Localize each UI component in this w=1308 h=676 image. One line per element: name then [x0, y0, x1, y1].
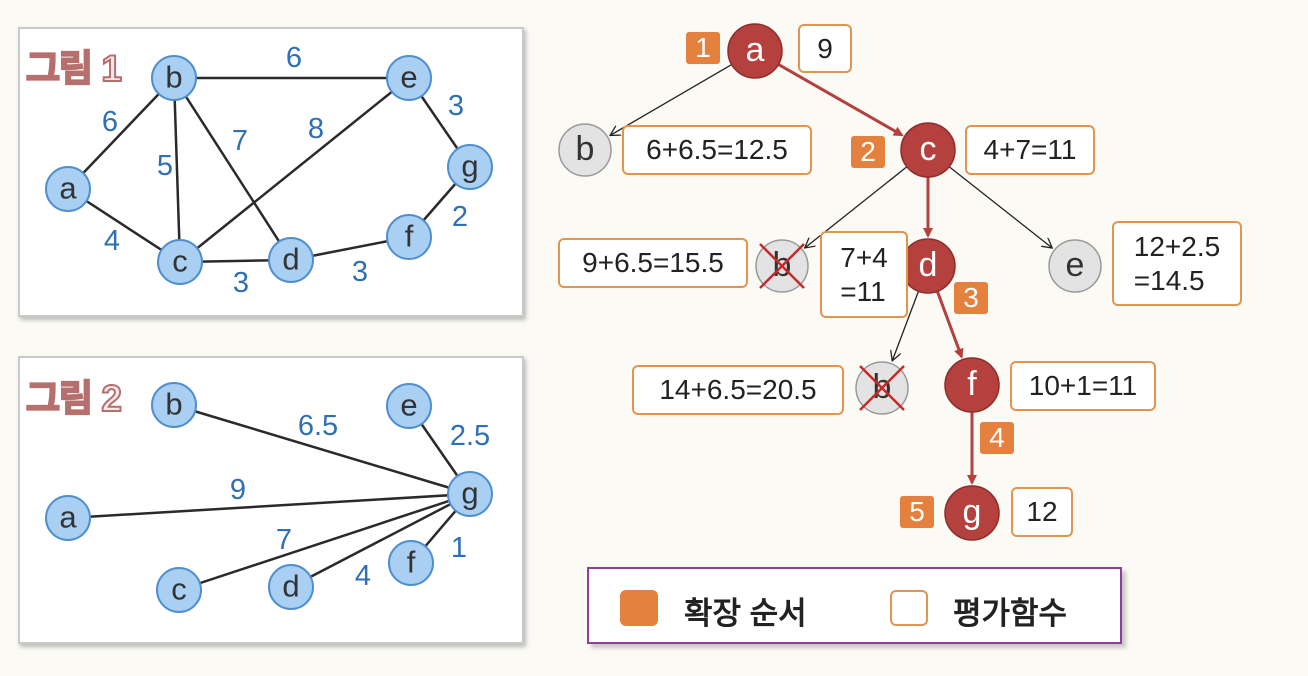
figure-1-weight-b-c: 5 [157, 150, 173, 182]
figure-2-weight-a-g: 9 [230, 474, 246, 506]
legend-eval-label: 평가함수 [953, 596, 1068, 631]
figure-1-weight-a-c: 4 [104, 225, 120, 257]
tree-edge-a-c [775, 62, 904, 137]
figure-2-title: 그림 2 [25, 377, 123, 420]
figure-1-weight-a-b: 6 [102, 106, 118, 138]
tree-prune-mark2-b3 [859, 365, 905, 411]
figure-2-edge-a-g [67, 492, 471, 520]
figure-2-node-label-g: g [461, 476, 478, 511]
tree-edge-c-e [947, 164, 1053, 248]
figure-1-edge-c-e [179, 77, 410, 263]
figure-1-weight-c-e: 8 [308, 113, 324, 145]
figure-1-edge-a-b [67, 77, 175, 190]
tree-edge-a-b1 [610, 63, 734, 136]
eval-box-b1: 6+6.5=12.5 [622, 125, 812, 175]
figure-1-node-label-g: g [461, 149, 478, 184]
figure-2-node-c [156, 567, 202, 613]
eval-box-f: 10+1=11 [1010, 361, 1156, 411]
tree-node-e [1048, 239, 1102, 293]
order-badge-c: 2 [851, 136, 885, 168]
figure-2-node-b [151, 382, 197, 428]
figure-1-weight-e-g: 3 [448, 90, 464, 122]
figure-2-edge-d-g [290, 492, 471, 589]
figure-2-node-label-d: d [282, 569, 299, 604]
figure-1-weight-b-d: 7 [232, 125, 248, 157]
figure-2-node-label-c: c [171, 572, 187, 607]
figure-2-node-a [45, 495, 91, 541]
legend-eval-swatch [890, 590, 928, 626]
eval-box-b2: 9+6.5=15.5 [558, 238, 748, 288]
tree-edge-d-b3 [892, 289, 920, 360]
figure-2-weight-b-g: 6.5 [298, 410, 338, 442]
tree-node-label-b1: b [576, 130, 595, 168]
figure-1-node-c [157, 239, 203, 285]
order-badge-d: 3 [954, 282, 988, 314]
figure-1-node-f [386, 214, 432, 260]
figure-2-weight-f-g: 1 [451, 532, 467, 564]
tree-prune-mark2-b2 [759, 243, 805, 289]
figure-1-weight-d-f: 3 [352, 256, 368, 288]
figure-1-weight-c-d: 3 [233, 267, 249, 299]
figure-2-node-e [386, 383, 432, 429]
eval-box-g: 12 [1011, 487, 1073, 537]
figure-2-edge-b-g [173, 403, 471, 496]
figure-1-node-d [268, 237, 314, 283]
tree-node-b1 [558, 123, 612, 177]
legend-order-label: 확장 순서 [684, 596, 807, 631]
figure-2-node-label-f: f [407, 545, 416, 580]
figure-2-node-label-b: b [165, 387, 182, 422]
tree-node-label-c: c [920, 130, 937, 168]
figure-2-node-d [268, 564, 314, 610]
tree-node-label-d: d [919, 246, 938, 284]
order-badge-g: 5 [900, 496, 934, 528]
figure-1-node-e [386, 55, 432, 101]
tree-node-a [727, 23, 783, 79]
figure-2-edge-c-g [178, 492, 471, 592]
tree-node-label-f: f [967, 365, 977, 403]
figure-1-node-a [45, 166, 91, 212]
figure-1-title: 그림 1 [25, 47, 123, 90]
eval-box-b3: 14+6.5=20.5 [632, 365, 844, 415]
tree-node-label-e: e [1066, 246, 1085, 284]
figure-1-edge-b-c [172, 77, 182, 263]
figure-2-node-g [447, 471, 493, 517]
tree-node-c [900, 122, 956, 178]
figure-2-node-label-e: e [400, 388, 417, 423]
figure-1-node-b [151, 55, 197, 101]
tree-node-f [944, 357, 1000, 413]
tree-node-label-a: a [746, 31, 765, 69]
figure-1-node-label-f: f [405, 219, 414, 254]
legend: 확장 순서 평가함수 [587, 567, 1122, 644]
tree-node-g [944, 485, 1000, 541]
figure-2-node-label-a: a [59, 500, 77, 535]
figure-2-weight-c-g: 7 [276, 524, 292, 556]
figure-1-node-label-d: d [282, 242, 299, 277]
order-badge-a: 1 [686, 32, 720, 64]
figure-1-node-label-e: e [400, 60, 417, 95]
tree-edge-d-f [935, 288, 964, 359]
figure-2-weight-e-g: 2.5 [450, 420, 490, 452]
figure-1-node-label-c: c [172, 244, 188, 279]
figure-2-node-f [388, 540, 434, 586]
eval-box-d: 7+4 =11 [820, 231, 908, 318]
figure-1-node-label-b: b [165, 60, 182, 95]
order-badge-f: 4 [980, 422, 1014, 454]
figure-1-edge-b-d [172, 77, 293, 261]
figure-1-node-g [447, 144, 493, 190]
figure-1-weight-f-g: 2 [452, 201, 468, 233]
legend-order-swatch [620, 590, 658, 626]
figure-2-weight-d-g: 4 [355, 560, 371, 592]
eval-box-c: 4+7=11 [965, 125, 1095, 175]
figure-1-node-label-a: a [59, 171, 77, 206]
eval-box-e: 12+2.5 =14.5 [1112, 221, 1242, 306]
figure-1-weight-b-e: 6 [286, 42, 302, 74]
eval-box-a: 9 [798, 24, 852, 73]
tree-node-label-g: g [963, 493, 982, 531]
